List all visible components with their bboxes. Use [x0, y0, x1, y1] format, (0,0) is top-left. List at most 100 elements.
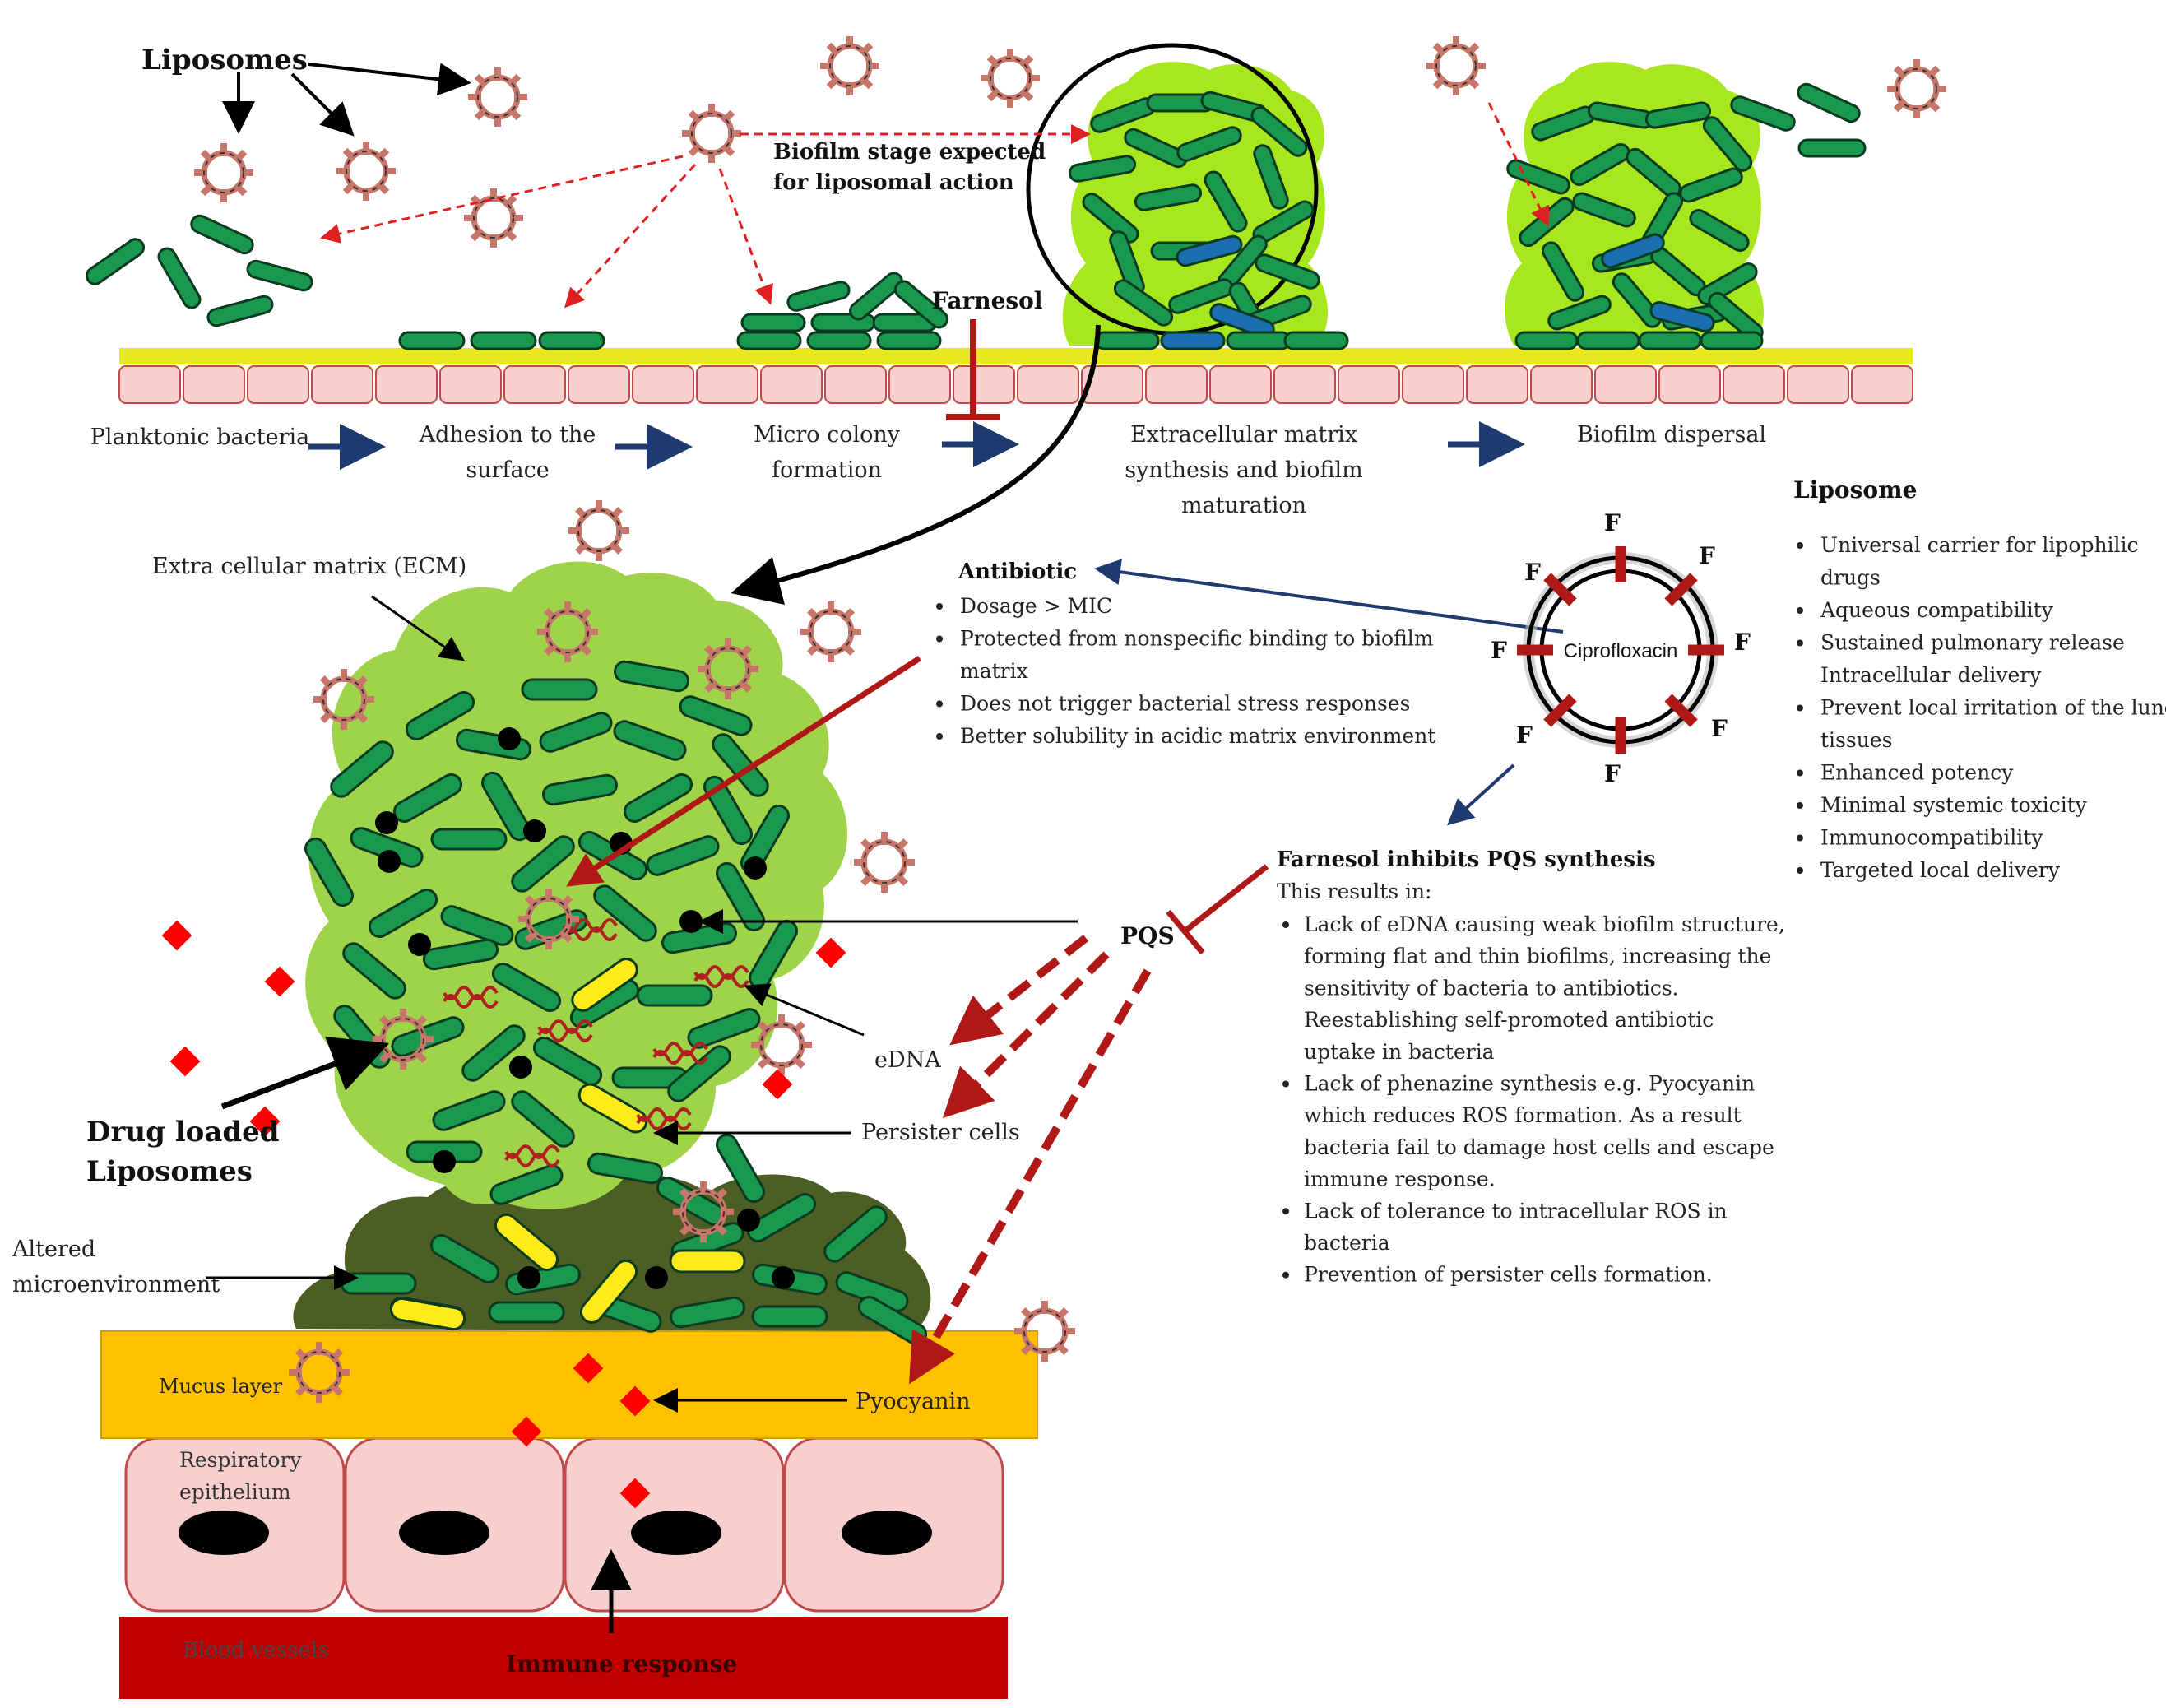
bacterium — [368, 889, 438, 938]
surface-cell — [888, 365, 951, 404]
bacterium — [1649, 300, 1715, 333]
persister-cell — [389, 1297, 466, 1331]
list-item: Minimal systemic toxicity — [1820, 793, 2088, 817]
bacterium — [593, 884, 657, 942]
liposome — [698, 638, 758, 699]
mucus-layer — [100, 1330, 1038, 1439]
bacterium — [532, 1037, 603, 1086]
bullet-dot — [936, 700, 943, 708]
surface-cell — [439, 365, 502, 404]
bullet-dot — [1797, 802, 1803, 809]
surface-cell — [1273, 365, 1336, 404]
bacterium — [1542, 241, 1584, 302]
farnesol-label: Farnesol — [932, 287, 1043, 314]
bacterium — [679, 695, 753, 736]
mucus-label: Mucus layer — [159, 1375, 283, 1398]
list-item: immune response. — [1304, 1167, 1496, 1191]
bacterium — [206, 295, 274, 327]
list-item: drugs — [1820, 566, 1881, 590]
biofilm-stage-label-2: for liposomal action — [773, 170, 1014, 195]
bullet-dot — [1797, 607, 1803, 614]
bacterium — [190, 214, 254, 255]
bottom-liposomes-group — [289, 500, 1075, 1403]
bacterium — [751, 1305, 828, 1328]
pyocyanin-diamond — [815, 937, 846, 968]
stage-dispersal: Biofilm dispersal — [1577, 422, 1766, 448]
farnesol-panel-intro: This results in: — [1277, 880, 1432, 903]
bullet-dot — [1797, 867, 1803, 874]
bacterium — [1572, 192, 1636, 228]
bacterium — [85, 238, 146, 285]
ecm-dot — [517, 1266, 540, 1289]
bacterium — [1638, 331, 1702, 350]
pqs-dashed-arrows — [909, 935, 1152, 1385]
ecm-dot — [378, 850, 401, 873]
liposome — [468, 67, 527, 127]
bacterium — [740, 313, 806, 332]
liposome — [194, 143, 253, 202]
farnesol-f-label: F — [1491, 637, 1507, 664]
bacterium — [1797, 138, 1867, 158]
list-item: Prevent local irritation of the lung — [1820, 696, 2166, 720]
farnesol-f-label: F — [1734, 629, 1751, 656]
list-item: Intracellular delivery — [1820, 663, 2042, 687]
list-item: bacteria fail to damage host cells and e… — [1304, 1135, 1774, 1159]
biofilm-stage-label-1: Biofilm stage expected — [773, 140, 1046, 165]
liposome — [1887, 59, 1946, 118]
bacterium — [1797, 82, 1861, 123]
surface-cell — [1530, 365, 1593, 404]
bacterium — [806, 331, 872, 350]
farnesol-spike — [1543, 573, 1577, 606]
bacterium — [511, 835, 575, 893]
bacterium — [614, 660, 689, 693]
bacterium — [1700, 331, 1764, 350]
list-item: Immunocompatibility — [1820, 826, 2043, 850]
farnesol-f-label: F — [1516, 722, 1533, 749]
list-item: Dosage > MIC — [960, 594, 1112, 618]
bacterium — [716, 861, 765, 932]
farnesol-f-label: F — [1524, 559, 1541, 586]
bacterium — [430, 828, 508, 851]
persister-cell — [494, 1213, 559, 1272]
list-item: Lack of phenazine synthesis e.g. Pyocyan… — [1304, 1072, 1755, 1096]
ecm-dot — [433, 1150, 456, 1173]
liposome — [1426, 36, 1486, 95]
ecm-dot — [498, 727, 521, 750]
pyocyanin-diamond — [573, 1353, 604, 1384]
farnesol-spike — [1664, 573, 1698, 606]
ecm-dot — [744, 856, 767, 880]
surface-cell — [1594, 365, 1657, 404]
bullet-dot — [936, 635, 943, 643]
surface-cell — [1851, 365, 1913, 404]
bacterium — [456, 728, 531, 761]
bullet-dot — [1282, 1208, 1289, 1215]
bacterium — [716, 1133, 765, 1204]
edna-strands — [443, 918, 749, 1167]
stage-microcolony-2: formation — [772, 457, 882, 483]
surface-cell — [824, 365, 887, 404]
pyocyanin-diamond — [161, 920, 192, 951]
bacterium — [1160, 331, 1226, 350]
bacterium — [1547, 295, 1612, 331]
bacterium — [440, 905, 514, 946]
list-item: Lack of eDNA causing weak biofilm struct… — [1304, 912, 1785, 936]
bacterium — [461, 1024, 526, 1082]
bacterium — [1134, 183, 1203, 211]
blood-vessels-label: Blood vessels — [183, 1638, 328, 1663]
surface-cell — [1338, 365, 1400, 404]
bacterium — [1601, 233, 1665, 269]
ecm-dot — [772, 1266, 795, 1289]
list-item: bacteria — [1304, 1231, 1390, 1255]
list-item: Prevention of persister cells formation. — [1304, 1263, 1713, 1287]
ecm-dot — [375, 811, 398, 834]
bacterium — [157, 247, 202, 309]
surface-cell — [1145, 365, 1208, 404]
liposome-panel-title: Liposome — [1793, 476, 1917, 504]
bacterium — [423, 938, 499, 971]
pyocyanin-diamond — [249, 1106, 281, 1137]
liposome — [464, 188, 523, 248]
bacterium — [538, 331, 605, 350]
bacterium — [623, 773, 693, 823]
